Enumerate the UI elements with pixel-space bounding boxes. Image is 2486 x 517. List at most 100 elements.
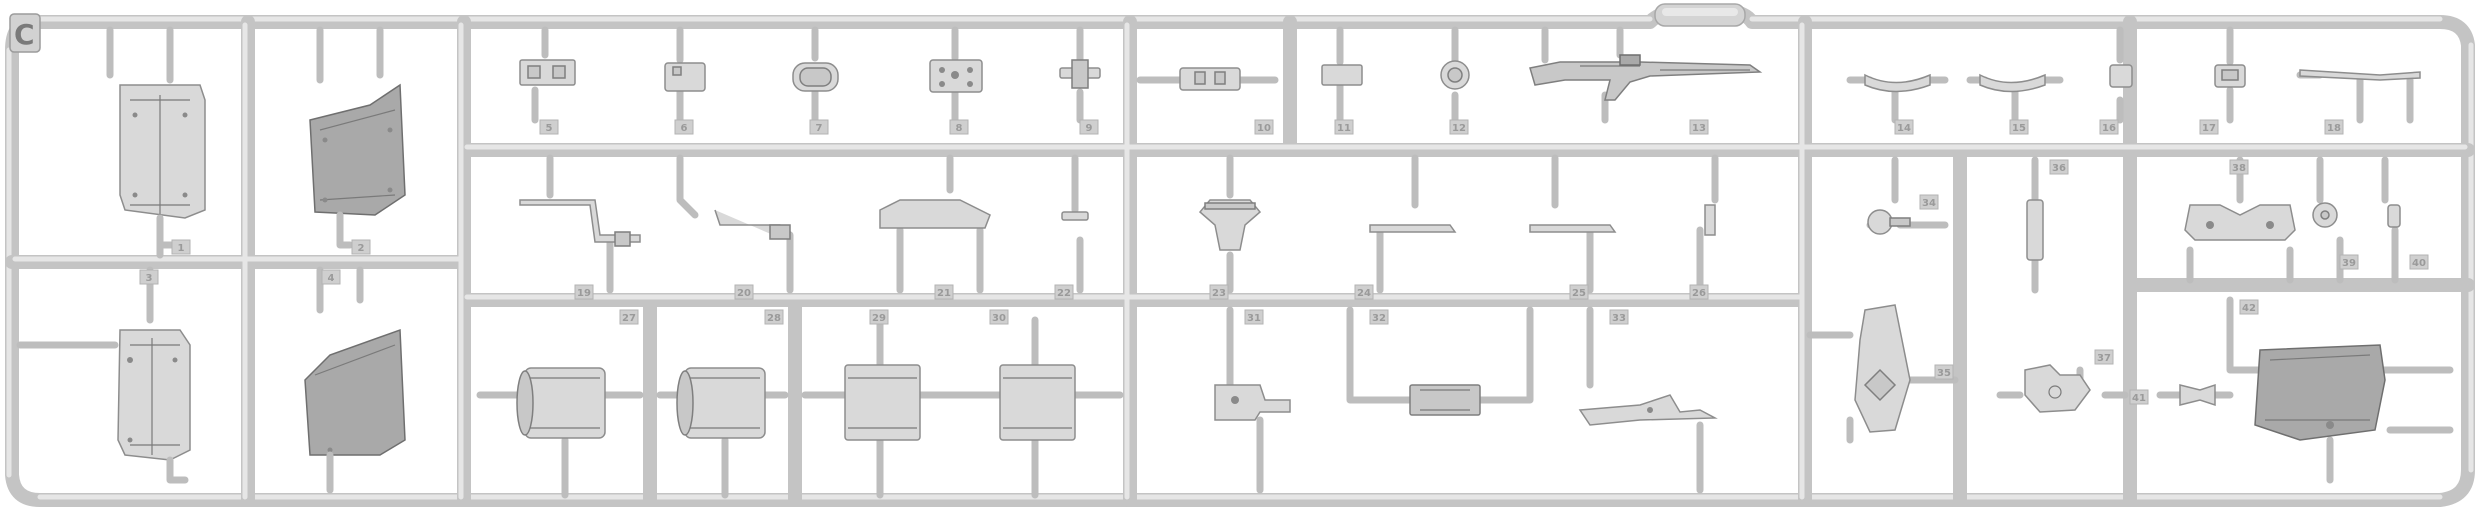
part-26 [1696,154,1719,294]
part-number-tag-box [2129,389,2149,405]
part-number-label: 20 [737,288,751,299]
part-number-tag-box [171,239,191,255]
part-number-tag-box [1569,284,1589,300]
part-number-tag: 9 [1079,119,1099,135]
part-number-tag: 21 [934,284,954,300]
part-number-tag-box [2199,119,2219,135]
part-5 [519,26,576,124]
part-number-tag: 24 [1354,284,1374,300]
part-number-tag-box [139,269,159,285]
part-number-tag-box [1054,284,1074,300]
part-number-tag-box [2009,119,2029,135]
part-number-tag: 32 [1369,309,1389,325]
part-number-label: 9 [1086,123,1093,134]
part-36 [2026,156,2044,294]
part-number-tag-box [869,309,889,325]
part-28 [656,367,789,499]
part-number-label: 28 [767,313,781,324]
part-18 [2296,69,2421,124]
part-17 [2214,26,2246,124]
part-number-label: 18 [2327,123,2341,134]
part-number-label: 42 [2242,303,2256,314]
part-number-label: 13 [1692,123,1706,134]
part-number-label: 5 [546,123,553,134]
runner-tab [1654,3,1746,27]
part-number-label: 16 [2102,123,2116,134]
part-number-label: 25 [1572,288,1586,299]
part-number-tag: 20 [734,284,754,300]
part-21 [879,154,991,294]
part-13-mg [1529,26,1763,124]
part-number-tag-box [2049,159,2069,175]
internal-runners [5,15,2475,507]
part-25 [1529,154,1617,294]
part-number-tag: 27 [619,309,639,325]
part-number-tag-box [2099,119,2119,135]
part-number-label: 12 [1452,123,1466,134]
part-number-label: 38 [2232,163,2246,174]
part-number-label: 19 [577,288,591,299]
part-number-tag: 13 [1689,119,1709,135]
part-number-tag: 7 [809,119,829,135]
part-20 [676,154,794,294]
part-2 [309,26,406,249]
part-number-tag: 25 [1569,284,1589,300]
part-number-tag-box [2229,159,2249,175]
part-number-tag-box [2239,299,2259,315]
part-number-tag-box [1689,119,1709,135]
part-number-tag: 10 [1254,119,1274,135]
part-11 [1321,26,1363,124]
part-number-tag-box [1209,284,1229,300]
part-30 [986,316,1124,499]
part-19 [519,154,641,294]
part-number-tag: 35 [1934,364,1954,380]
part-22 [1061,154,1089,294]
part-32 [1346,306,1534,416]
part-12 [1440,26,1470,124]
part-37 [1996,364,2129,413]
part-number-label: 27 [622,313,636,324]
part-number-tag: 15 [2009,119,2029,135]
part-number-label: 36 [2052,163,2066,174]
part-number-tag: 5 [539,119,559,135]
part-number-tag: 22 [1054,284,1074,300]
part-9 [1059,26,1101,124]
part-number-tag-box [619,309,639,325]
part-number-tag: 11 [1334,119,1354,135]
part-number-tag-box [1254,119,1274,135]
part-4 [304,266,406,494]
part-number-tag: 1 [171,239,191,255]
part-8 [929,26,983,124]
part-number-tag: 14 [1894,119,1914,135]
part-number-tag-box [734,284,754,300]
part-number-label: 4 [328,273,335,284]
part-6 [664,26,706,124]
part-number-tag: 2 [351,239,371,255]
part-number-tag: 38 [2229,159,2249,175]
part-number-label: 2 [358,243,365,254]
part-number-tag-box [351,239,371,255]
part-number-tag: 39 [2339,254,2359,270]
part-29 [801,316,994,499]
part-number-label: 15 [2012,123,2026,134]
part-14 [1846,73,1949,124]
part-number-tag-box [1894,119,1914,135]
part-number-tag-box [1244,309,1264,325]
part-number-tag: 17 [2199,119,2219,135]
part-number-label: 41 [2132,393,2146,404]
part-number-label: 26 [1692,288,1706,299]
part-number-tag-box [949,119,969,135]
sprue-letter: C [14,18,35,51]
part-number-label: 14 [1897,123,1911,134]
part-number-tag: 18 [2324,119,2344,135]
part-number-tag-box [1449,119,1469,135]
part-number-label: 35 [1937,368,1951,379]
part-16 [2109,26,2133,124]
part-number-tag: 16 [2099,119,2119,135]
part-number-tag: 36 [2049,159,2069,175]
part-number-label: 10 [1257,123,1271,134]
part-number-label: 17 [2202,123,2216,134]
part-number-label: 34 [1922,198,1936,209]
part-number-tag: 30 [989,309,1009,325]
part-39 [2312,156,2344,284]
